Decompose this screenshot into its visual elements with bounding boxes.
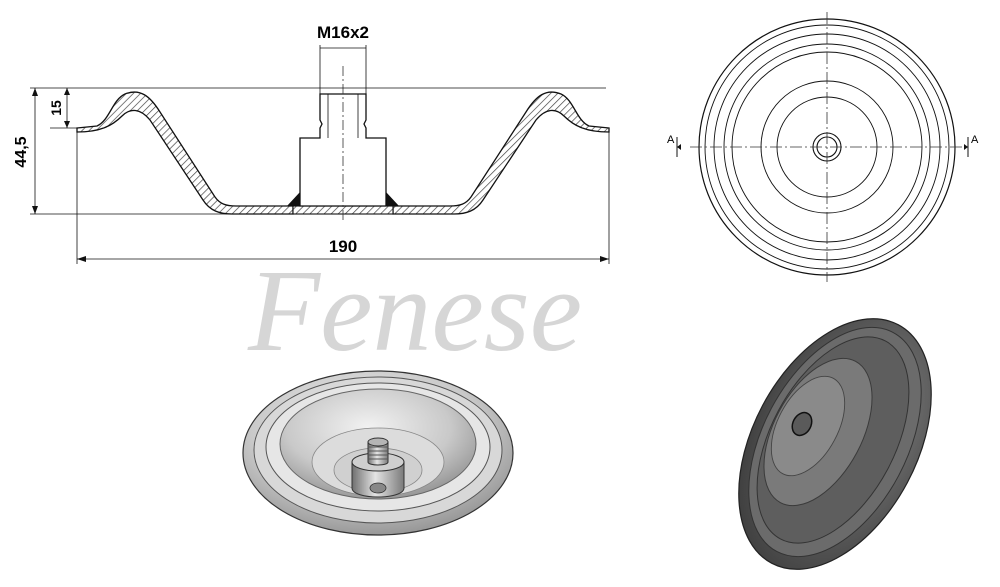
section-marker-left: A bbox=[667, 134, 675, 146]
thread-label: M16x2 bbox=[317, 23, 369, 42]
fillet-left bbox=[287, 192, 300, 206]
watermark-text: Fenese bbox=[247, 245, 582, 376]
fillet-right bbox=[386, 192, 399, 206]
metal-boss bbox=[351, 461, 405, 498]
diameter-label: 190 bbox=[329, 237, 357, 256]
section-marker-right: A bbox=[971, 134, 979, 146]
section-body-right bbox=[392, 91, 610, 215]
cross-section-view bbox=[30, 66, 610, 222]
dimension-height-rim: 15 bbox=[48, 88, 70, 128]
isometric-view-light bbox=[242, 370, 514, 536]
isometric-view-dark bbox=[738, 318, 932, 570]
height-rim-label: 15 bbox=[48, 100, 64, 116]
dimension-height-total: 44,5 bbox=[13, 88, 38, 214]
section-body-left bbox=[76, 91, 294, 215]
height-total-label: 44,5 bbox=[13, 136, 30, 167]
top-view: A A bbox=[667, 12, 979, 282]
watermark: Fenese bbox=[247, 245, 582, 376]
metal-insert bbox=[299, 93, 387, 207]
dimension-thread: M16x2 bbox=[317, 23, 369, 94]
dimension-diameter: 190 bbox=[76, 132, 610, 264]
